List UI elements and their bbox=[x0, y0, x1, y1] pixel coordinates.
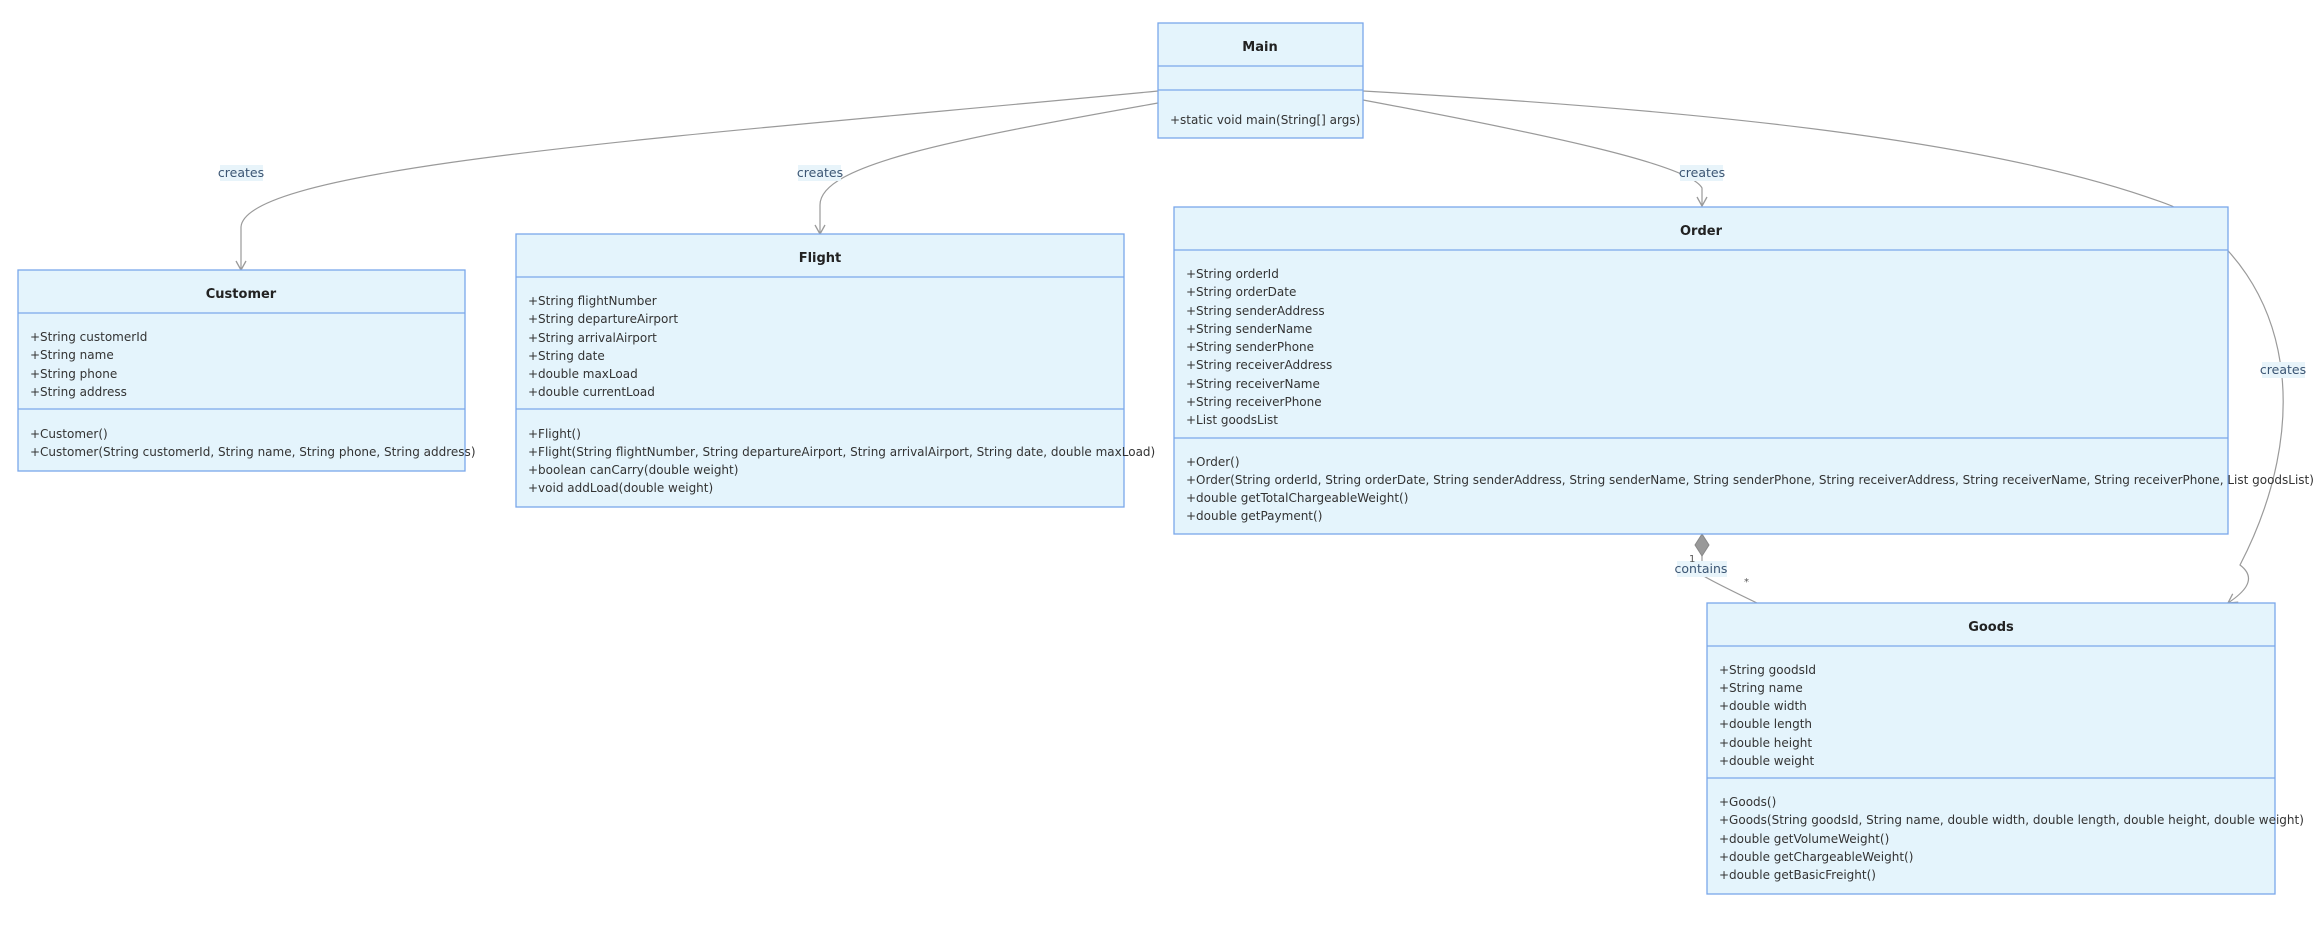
attribute-1: +String departureAirport bbox=[528, 312, 678, 326]
svg-text:creates: creates bbox=[2260, 362, 2306, 377]
edge-label-main-order: creates bbox=[1679, 165, 1725, 181]
attribute-4: +double maxLoad bbox=[528, 367, 638, 381]
attribute-3: +double length bbox=[1719, 717, 1812, 731]
method-1: +Flight(String flightNumber, String depa… bbox=[528, 445, 1155, 459]
attribute-1: +String orderDate bbox=[1186, 285, 1296, 299]
method-3: +double getChargeableWeight() bbox=[1719, 850, 1913, 864]
edge-label-main-flight: creates bbox=[797, 165, 843, 181]
method-0: +Order() bbox=[1186, 455, 1240, 469]
method-0: +static void main(String[] args) bbox=[1170, 113, 1360, 127]
svg-text:creates: creates bbox=[218, 165, 264, 180]
attribute-3: +String date bbox=[528, 349, 605, 363]
edge-label-main-goods: creates bbox=[2260, 362, 2306, 378]
edge-labels: creates creates creates creates contains… bbox=[218, 165, 2306, 588]
class-title: Customer bbox=[206, 287, 277, 302]
method-1: +Goods(String goodsId, String name, doub… bbox=[1719, 813, 2304, 827]
attribute-4: +String senderPhone bbox=[1186, 340, 1314, 354]
method-0: +Goods() bbox=[1719, 795, 1776, 809]
multiplicity-source: 1 bbox=[1689, 554, 1695, 565]
method-2: +boolean canCarry(double weight) bbox=[528, 463, 738, 477]
multiplicity-target: * bbox=[1744, 577, 1749, 588]
attribute-3: +String address bbox=[30, 385, 127, 399]
method-0: +Flight() bbox=[528, 427, 581, 441]
method-2: +double getTotalChargeableWeight() bbox=[1186, 491, 1408, 505]
class-goods[interactable]: Goods +String goodsId +String name +doub… bbox=[1706, 602, 2304, 895]
class-title: Flight bbox=[799, 251, 842, 266]
attribute-5: +String receiverAddress bbox=[1186, 358, 1332, 372]
attribute-7: +String receiverPhone bbox=[1186, 395, 1322, 409]
attribute-0: +String goodsId bbox=[1719, 663, 1816, 677]
class-customer[interactable]: Customer +String customerId +String name… bbox=[17, 269, 476, 472]
attribute-5: +double weight bbox=[1719, 754, 1815, 768]
method-1: +Order(String orderId, String orderDate,… bbox=[1186, 473, 2314, 487]
attribute-0: +String orderId bbox=[1186, 267, 1279, 281]
edge-main-order bbox=[1362, 99, 1708, 208]
attribute-5: +double currentLoad bbox=[528, 385, 655, 399]
svg-text:creates: creates bbox=[1679, 165, 1725, 180]
edge-label-main-customer: creates bbox=[218, 165, 264, 181]
method-2: +double getVolumeWeight() bbox=[1719, 832, 1889, 846]
attribute-2: +String phone bbox=[30, 367, 117, 381]
attribute-1: +String name bbox=[30, 348, 114, 362]
class-title: Main bbox=[1242, 40, 1277, 55]
attribute-3: +String senderName bbox=[1186, 322, 1312, 336]
attribute-0: +String customerId bbox=[30, 330, 147, 344]
edge-main-customer bbox=[235, 90, 1159, 272]
attribute-0: +String flightNumber bbox=[528, 294, 657, 308]
attribute-6: +String receiverName bbox=[1186, 377, 1320, 391]
class-main[interactable]: Main +static void main(String[] args) bbox=[1157, 22, 1364, 139]
composition-diamond bbox=[1694, 533, 1710, 557]
svg-text:creates: creates bbox=[797, 165, 843, 180]
attribute-2: +double width bbox=[1719, 699, 1807, 713]
attribute-4: +double height bbox=[1719, 736, 1812, 750]
method-0: +Customer() bbox=[30, 427, 108, 441]
attribute-2: +String arrivalAirport bbox=[528, 331, 657, 345]
svg-text:contains: contains bbox=[1675, 561, 1728, 576]
edge-main-flight bbox=[814, 102, 1159, 236]
class-title: Goods bbox=[1968, 620, 2014, 635]
method-3: +double getPayment() bbox=[1186, 509, 1322, 523]
attribute-8: +List goodsList bbox=[1186, 413, 1278, 427]
attribute-1: +String name bbox=[1719, 681, 1803, 695]
attribute-2: +String senderAddress bbox=[1186, 304, 1325, 318]
class-order[interactable]: Order +String orderId +String orderDate … bbox=[1173, 206, 2314, 535]
method-3: +void addLoad(double weight) bbox=[528, 481, 713, 495]
class-flight[interactable]: Flight +String flightNumber +String depa… bbox=[515, 233, 1155, 508]
class-title: Order bbox=[1680, 224, 1723, 239]
method-1: +Customer(String customerId, String name… bbox=[30, 445, 476, 459]
edge-label-order-goods: contains bbox=[1675, 561, 1728, 577]
method-4: +double getBasicFreight() bbox=[1719, 868, 1876, 882]
